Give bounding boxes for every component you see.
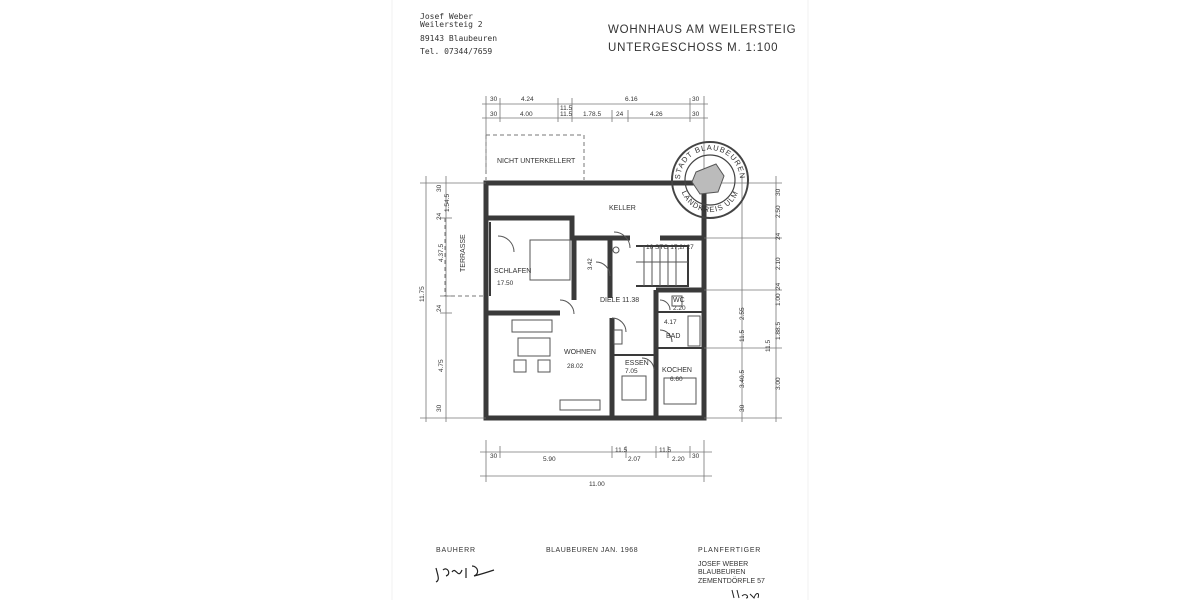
dimensions-bottom: 30 5.90 11.5 2.07 11.5 2.20 30 11.00 <box>480 440 712 488</box>
total-width: 11.00 <box>589 481 605 488</box>
room-wc: WC <box>673 297 685 304</box>
staircase: 16 STG 17,2/ 27 3.42 <box>588 244 694 286</box>
dimension-label: 2.50 <box>775 205 782 218</box>
dimension-label: 1.54.5 <box>444 194 451 212</box>
room-wohnen-area: 28.02 <box>567 363 584 370</box>
dimension-label: 11.5 <box>560 105 573 112</box>
dimension-label: 24 <box>775 232 782 240</box>
dimension-label: 6.16 <box>625 96 638 103</box>
label-nicht-unterkellert: NICHT UNTERKELLERT <box>497 158 576 165</box>
dimension-label: 24 <box>616 111 624 118</box>
room-schlafen-area: 17.50 <box>497 280 514 287</box>
address-street: Weilersteig 2 <box>420 20 483 29</box>
dimension-label: 30 <box>436 404 443 412</box>
dimension-label: 2.20 <box>672 456 685 463</box>
dimension-label: 11.5 <box>765 339 772 352</box>
title-line-1: WOHNHAUS AM WEILERSTEIG <box>608 24 796 36</box>
stairs-label: 16 STG 17,2/ 27 <box>646 244 694 251</box>
address-city: 89143 Blaubeuren <box>420 34 497 43</box>
dimension-label: 30 <box>490 111 498 118</box>
dimension-label: 5.90 <box>543 456 556 463</box>
room-labels: KELLER SCHLAFEN 17.50 TERRASSE DIELE 11.… <box>460 205 692 383</box>
dimension-label: 11.5 <box>615 447 628 454</box>
dimension-label: 30 <box>692 96 700 103</box>
planfertiger-initials <box>731 589 759 599</box>
dimension-label: 30 <box>490 96 498 103</box>
dimension-label: 30 <box>436 184 443 192</box>
dimension-label: 2.10 <box>775 257 782 270</box>
bauherr-signature <box>435 565 495 583</box>
title-line-2: UNTERGESCHOSS M. 1:100 <box>608 42 778 54</box>
dimension-label: 4.24 <box>521 96 534 103</box>
footer-planfertiger-street: ZEMENTDÖRFLE 57 <box>698 577 765 585</box>
room-terrasse: TERRASSE <box>460 234 467 272</box>
footer: BAUHERR BLAUBEUREN JAN. 1968 PLANFERTIGE… <box>436 547 765 585</box>
address-block: Josef Weber Weilersteig 2 89143 Blaubeur… <box>420 12 497 56</box>
room-essen-area: 7.05 <box>625 368 638 375</box>
footer-planfertiger-name: JOSEF WEBER <box>698 561 748 568</box>
room-schlafen: SCHLAFEN <box>494 268 531 275</box>
dimension-label: 4.26 <box>650 111 663 118</box>
dimension-label: 1.88.5 <box>775 322 782 340</box>
footer-planfertiger: PLANFERTIGER <box>698 547 761 554</box>
room-keller: KELLER <box>609 205 636 212</box>
title-block: WOHNHAUS AM WEILERSTEIG UNTERGESCHOSS M.… <box>608 24 796 54</box>
room-wc-area: 2.20 <box>673 305 686 312</box>
dimension-label: 11.75 <box>419 286 426 302</box>
dimension-label: 1.00 <box>775 293 782 306</box>
dimension-label: 24 <box>436 304 443 312</box>
dimension-label: 2.55 <box>739 307 746 320</box>
room-kochen: KOCHEN <box>662 367 692 374</box>
address-name: Josef Weber <box>420 12 473 21</box>
furniture <box>511 239 701 411</box>
dimension-label: 11.5 <box>560 111 573 118</box>
address-phone: Tel. 07344/7659 <box>420 47 492 56</box>
dimension-label: 3.00 <box>775 377 782 390</box>
room-diele: DIELE 11.38 <box>600 297 639 304</box>
room-bad: BAD <box>666 333 680 340</box>
dimension-label: 3.40.5 <box>739 370 746 388</box>
stairs-height: 3.42 <box>588 258 594 270</box>
room-bad-area: 4.17 <box>664 319 677 326</box>
dimension-label: 4.00 <box>520 111 533 118</box>
room-kochen-area: 6.60 <box>670 376 683 383</box>
dimension-label: 24 <box>436 212 443 220</box>
footer-bauherr: BAUHERR <box>436 547 476 554</box>
dimension-label: 4.75 <box>438 359 445 372</box>
dimensions-right: 30 2.50 24 2.10 24 1.00 2.55 11.5 1.88.5… <box>704 176 782 422</box>
dimension-label: 30 <box>692 453 700 460</box>
dimension-label: 24 <box>775 282 782 290</box>
dimension-label: 11.5 <box>739 329 746 342</box>
doors <box>497 231 673 371</box>
dimension-label: 1.78.5 <box>583 111 601 118</box>
dimension-label: 2.07 <box>628 456 641 463</box>
room-wohnen: WOHNEN <box>564 349 596 356</box>
dimensions-left: 30 24 1.54.5 4.37.5 11.75 24 4.75 30 <box>419 176 486 422</box>
dimension-label: 30 <box>692 111 700 118</box>
stamp-emblem <box>691 163 725 195</box>
dimension-label: 30 <box>490 453 498 460</box>
dimension-label: 30 <box>775 188 782 196</box>
dimension-label: 30 <box>739 404 746 412</box>
dimension-label: 11.5 <box>659 447 672 454</box>
official-stamp: STADT BLAUBEUREN LANDKREIS ULM <box>671 141 749 219</box>
dimension-label: 4.37.5 <box>438 244 445 262</box>
room-essen: ESSEN <box>625 360 649 367</box>
area-nicht-unterkellert: NICHT UNTERKELLERT <box>485 134 585 180</box>
footer-planfertiger-city: BLAUBEUREN <box>698 569 745 576</box>
footer-date: BLAUBEUREN JAN. 1968 <box>546 547 638 554</box>
